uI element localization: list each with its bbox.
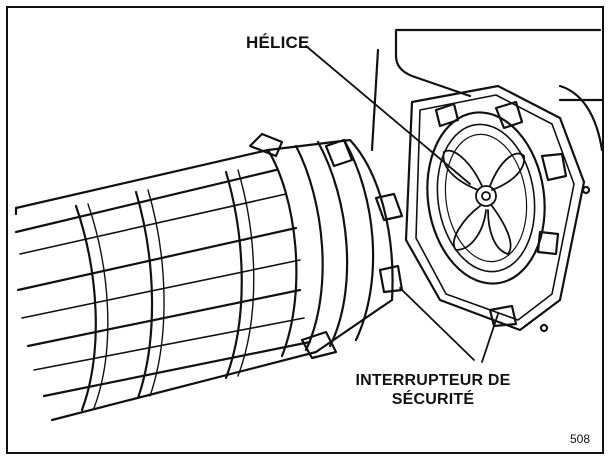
interrupteur-leader-line-1 — [399, 287, 475, 361]
cylindrical-grille — [14, 132, 404, 422]
fan-ring — [426, 111, 546, 285]
leader-lines — [305, 45, 499, 363]
helice-label: HÉLICE — [246, 33, 310, 52]
fan-housing — [404, 84, 591, 333]
housing-outline — [370, 28, 604, 152]
helice-leader-line — [305, 45, 471, 185]
safety-switch-label-line-1: INTERRUPTEUR DE — [355, 372, 511, 389]
safety-switch-label-line-2: SÉCURITÉ — [391, 391, 475, 408]
illustration-frame — [6, 6, 604, 454]
propeller-blades — [442, 149, 525, 255]
interrupteur-leader-line-2 — [481, 313, 499, 363]
safety-switch-label: INTERRUPTEUR DE SÉCURITÉ — [326, 371, 540, 409]
figure-number: 508 — [570, 432, 591, 446]
